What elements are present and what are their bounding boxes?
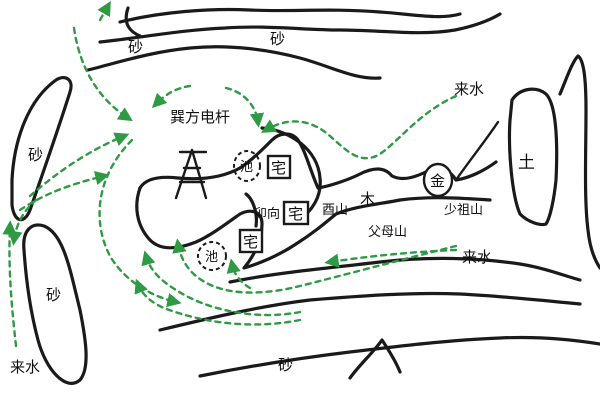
label-sha-bottom: 砂 [278,356,293,374]
flow-left-inward-2 [28,132,130,198]
label-sha-top: 砂 [270,30,285,48]
flow-left-down [8,198,38,246]
label-zhai-middle: 宅 [288,205,303,223]
terrain-lines [10,6,600,385]
label-zhai-lower: 宅 [243,233,258,251]
flow-left-inward-1 [18,171,110,212]
water-flow-arrows [2,0,458,348]
label-ji-xiang: 卯向 [254,206,280,222]
central-claw-upper [260,126,322,222]
flow-right-lower-to-center [324,248,458,268]
ridge-low-1 [228,256,582,284]
label-fu-mu-shan: 父母山 [368,225,407,240]
label-lai-shui-bottom-left: 来水 [10,358,40,376]
ridge-bottom-spike [348,338,402,380]
ridge-right-diag [454,120,500,182]
label-tu: 土 [518,153,535,173]
flow-bottom-right-to-center [172,238,458,294]
flow-top-arrow-up [97,0,111,22]
house-box-lower [238,228,264,254]
mountain-right-far [558,54,600,270]
label-sha-left: 砂 [28,146,43,164]
label-lai-shui-top-right: 来水 [454,80,484,98]
house-box-middle [282,200,310,226]
flow-top-right-long [261,94,458,160]
labels: 砂 砂 砂 砂 砂 来水 来水 来水 巽方电杆 池 池 宅 宅 宅 卯向 酉山 … [10,30,535,376]
sand-left-outer [10,76,73,222]
ridge-low-2 [158,291,582,332]
jin-circle [422,162,454,198]
flow-bottom-left-up [2,220,18,348]
electric-pole-icon [174,148,208,200]
flow-top-left-curve [72,26,133,122]
flow-left-to-center [98,138,182,308]
label-chi-upper: 池 [240,160,253,175]
label-jin: 金 [430,172,445,190]
flow-xun-left [151,84,192,109]
central-claw-mid [244,192,258,228]
ridge-top-1 [118,7,462,24]
label-xun-fang: 巽方电杆 [170,108,230,126]
label-you-shan: 酉山 [322,203,348,218]
label-zhai-upper: 宅 [271,159,286,177]
ridge-low-3 [198,335,600,378]
pond-upper [233,150,261,182]
label-lai-shui-right: 来水 [462,248,492,266]
label-mu: 木 [360,190,375,208]
ridge-top-2 [98,12,502,44]
label-sha-top-left: 砂 [128,38,143,56]
flow-low-into-center [141,250,302,317]
label-sha-left-lower: 砂 [46,286,61,304]
sand-left-lower [22,223,88,385]
ridge-top-3 [86,45,382,80]
label-chi-lower: 池 [205,250,218,265]
flow-inner-up [226,258,252,290]
house-box-upper [266,154,292,180]
central-site-lower [135,186,492,270]
pond-lower [197,241,227,271]
ridge-top-left-hook [124,6,142,38]
mountain-right-tu [507,87,559,227]
flow-bottom-sweep [134,278,302,326]
flow-xun-right [224,86,265,128]
label-shao-zu-shan: 少祖山 [444,203,483,218]
